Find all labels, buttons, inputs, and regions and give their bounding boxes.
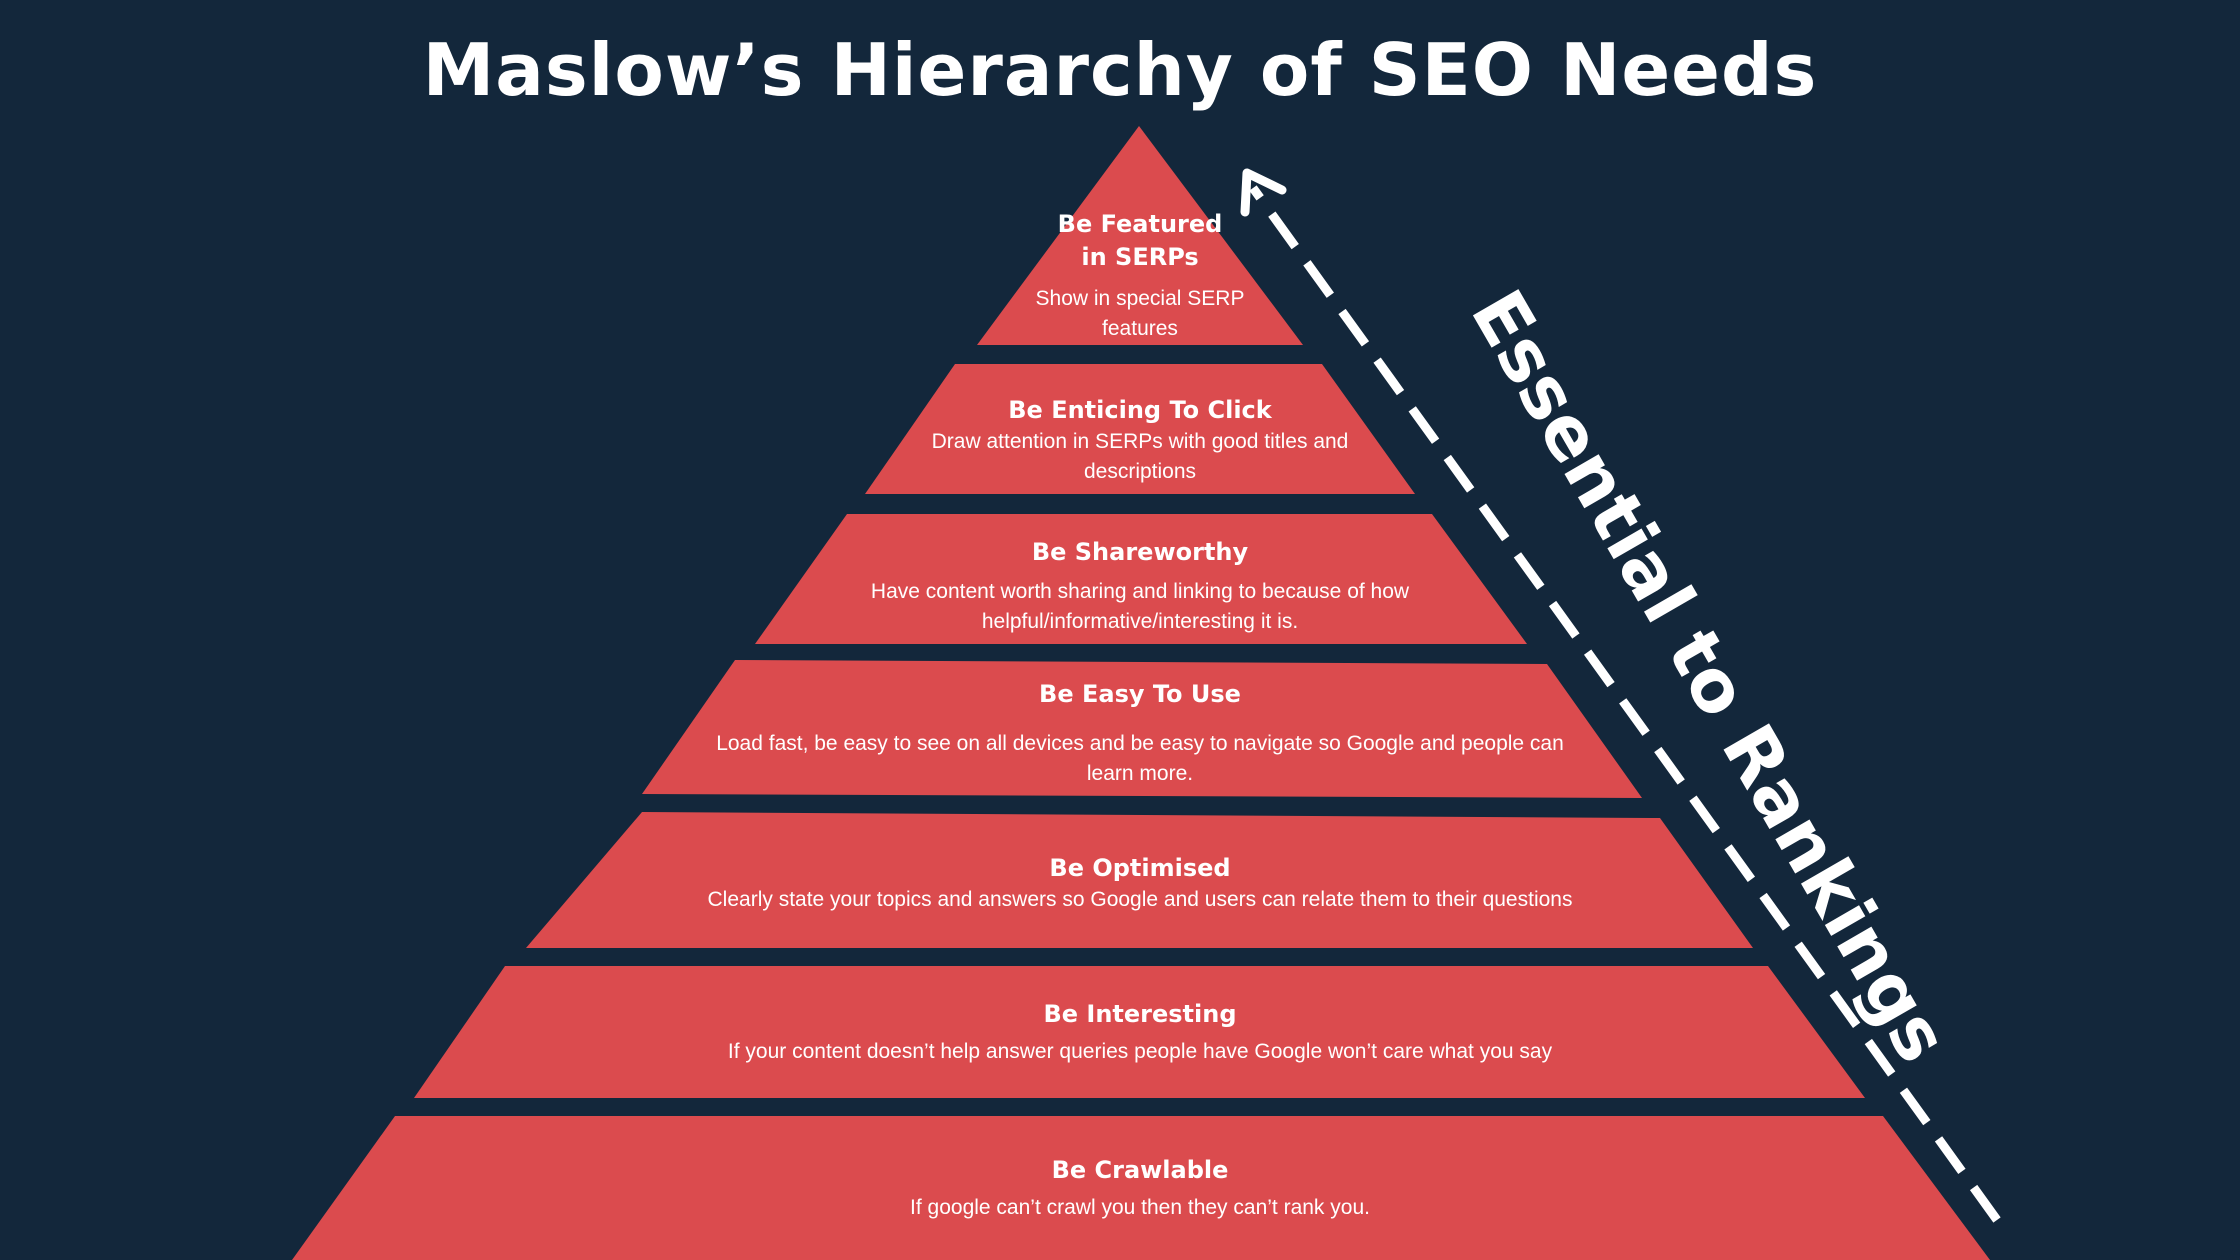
- tier-featured: Be Featured in SERPs Show in special SER…: [980, 208, 1300, 344]
- pyramid-tier-2: [865, 364, 1415, 494]
- pyramid-tier-7: [292, 1116, 1990, 1260]
- tier-crawlable: Be Crawlable If google can’t crawl you t…: [620, 1154, 1660, 1223]
- tier-shareworthy: Be Shareworthy Have content worth sharin…: [800, 536, 1480, 637]
- pyramid-tier-1: [977, 126, 1303, 345]
- rankings-arrow: [1240, 168, 2001, 1223]
- tier-title: Be Easy To Use: [1039, 680, 1241, 708]
- tier-description: Clearly state your topics and answers so…: [707, 888, 1573, 911]
- tier-title: Be Featured: [1057, 210, 1223, 238]
- tier-description: Load fast, be easy to see on all devices…: [716, 732, 1564, 755]
- tier-title: in SERPs: [1081, 243, 1199, 271]
- tier-optimised: Be Optimised Clearly state your topics a…: [620, 852, 1660, 915]
- pyramid-tier-5: [526, 812, 1753, 948]
- tier-description: helpful/informative/interesting it is.: [981, 610, 1299, 633]
- tier-description: If google can’t crawl you then they can’…: [910, 1196, 1370, 1219]
- tier-easy-to-use: Be Easy To Use Load fast, be easy to see…: [660, 678, 1620, 789]
- tier-description: Draw attention in SERPs with good titles…: [931, 430, 1349, 453]
- tier-title: Be Enticing To Click: [1008, 396, 1272, 424]
- tier-description: features: [1102, 317, 1178, 340]
- tier-enticing: Be Enticing To Click Draw attention in S…: [880, 394, 1400, 487]
- tier-title: Be Interesting: [1043, 1000, 1237, 1028]
- arrow-shaft: [1249, 185, 2001, 1223]
- pyramid-tier-6: [414, 966, 1865, 1098]
- tier-description: If your content doesn’t help answer quer…: [727, 1040, 1553, 1063]
- pyramid-tier-3: [755, 514, 1527, 644]
- tier-title: Be Crawlable: [1051, 1156, 1229, 1184]
- tier-description: descriptions: [1083, 460, 1197, 483]
- arrow-head-icon: [1240, 168, 1287, 217]
- tier-description: learn more.: [1086, 762, 1194, 785]
- page-title: Maslow’s Hierarchy of SEO Needs: [422, 28, 1818, 112]
- tier-description: Show in special SERP: [1035, 287, 1245, 310]
- tier-description: Have content worth sharing and linking t…: [870, 580, 1410, 603]
- tier-title: Be Optimised: [1049, 854, 1231, 882]
- pyramid-tier-4: [642, 660, 1642, 798]
- tier-title: Be Shareworthy: [1031, 538, 1249, 566]
- tier-interesting: Be Interesting If your content doesn’t h…: [620, 998, 1660, 1067]
